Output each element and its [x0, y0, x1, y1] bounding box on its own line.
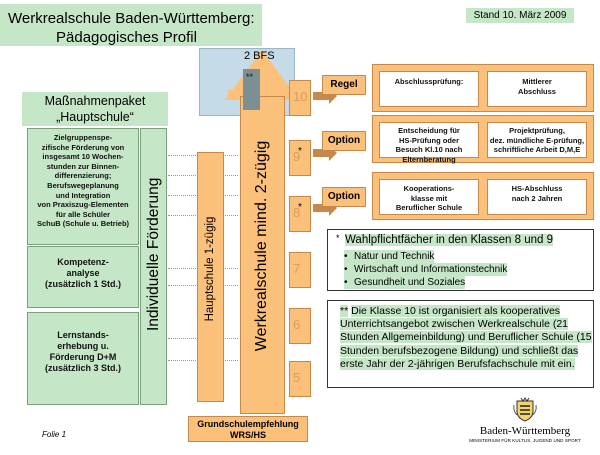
stand-date: Stand 10. März 2009 — [466, 8, 574, 23]
list-item: Wirtschaft und Informationstechnik — [344, 263, 508, 276]
grade-number: 8 — [293, 205, 301, 220]
grundschulempfehlung-line-1: Grundschulempfehlung — [197, 419, 299, 429]
werkrealschule-label: Werkrealschule mind. 2-zügig — [253, 140, 270, 352]
grade-number: 5 — [293, 370, 301, 385]
massnahmenpaket-title: Maßnahmenpaket „Hauptschule“ — [22, 92, 168, 126]
grade-number: 9 — [293, 149, 301, 164]
option-label-option-2: Option — [322, 187, 366, 207]
regel-left-cell: Abschlussprüfung: — [379, 71, 479, 107]
logo-subtitle: MINISTERIUM FÜR KULTUS, JUGEND UND SPORT — [469, 438, 581, 443]
regel-right-cell: Mittlerer Abschluss — [487, 71, 587, 107]
list-item: Gesundheit und Soziales — [344, 276, 466, 289]
werkrealschule-column — [240, 96, 285, 414]
grade-5-box: 5 — [289, 361, 311, 397]
grade-8-box: 8 — [289, 196, 311, 232]
title-line-1: Werkrealschule Baden-Württemberg: — [8, 10, 255, 27]
option-2-panel: Kooperations- klasse mit Beruflicher Sch… — [372, 172, 594, 220]
individuelle-foerderung-label: Individuelle Förderung — [145, 177, 162, 331]
grundschulempfehlung-box: Grundschulempfehlung WRS/HS — [188, 416, 308, 442]
individuelle-foerderung-column — [140, 128, 167, 405]
note-text: Die Klasse 10 ist organisiert als kooper… — [340, 305, 592, 370]
grade-9-box: 9 — [289, 140, 311, 176]
massnahmenpaket-title-line-2: „Hauptschule“ — [56, 110, 134, 124]
bfs-marker: ** — [246, 72, 254, 82]
option-2-right-cell: HS-Abschluss nach 2 Jahren — [487, 179, 587, 215]
slide-number: Folie 1 — [42, 430, 67, 439]
grade-number: 6 — [293, 317, 301, 332]
wahlpflicht-list: Natur und Technik Wirtschaft und Informa… — [344, 250, 508, 289]
option-1-right-cell: Projektprüfung, dez. mündliche E-prüfung… — [487, 122, 587, 158]
option-label-option-1: Option — [322, 131, 366, 151]
slide-title: Werkrealschule Baden-Württemberg: Pädago… — [0, 4, 262, 46]
grade-number: 10 — [293, 89, 308, 104]
grade-9-star: * — [298, 146, 302, 157]
lernstandserhebung-box: Lernstands- erhebung u. Förderung D+M (z… — [27, 312, 139, 405]
grundschulempfehlung-line-2: WRS/HS — [230, 430, 266, 440]
foerderung-text: Zielgruppenspe- zifische Förderung von i… — [36, 133, 130, 229]
logo-name: Baden-Württemberg — [479, 425, 571, 437]
arrow-right-icon — [313, 145, 337, 161]
bfs-label: 2 BFS — [244, 50, 275, 62]
title-line-2: Pädagogisches Profil — [56, 29, 197, 46]
up-arrow-base — [228, 90, 296, 98]
option-1-left-cell: Entscheidung für HS-Prüfung oder Besuch … — [379, 122, 479, 164]
wahlpflicht-star: * — [336, 233, 340, 243]
kompetenzanalyse-box: Kompetenz- analyse (zusätzlich 1 Std.) — [27, 246, 139, 308]
massnahmenpaket-title-line-1: Maßnahmenpaket — [44, 94, 146, 108]
arrow-right-icon — [313, 200, 337, 216]
grade-10-box: 10 — [289, 80, 311, 116]
kompetenzanalyse-text: Kompetenz- analyse (zusätzlich 1 Std.) — [44, 257, 121, 289]
regel-panel: Abschlussprüfung: Mittlerer Abschluss — [372, 64, 594, 112]
ministry-logo: Baden-Württemberg MINISTERIUM FÜR KULTUS… — [454, 397, 596, 453]
option-2-left-cell: Kooperations- klasse mit Beruflicher Sch… — [379, 179, 479, 215]
lernstandserhebung-text: Lernstands- erhebung u. Förderung D+M (z… — [44, 330, 121, 373]
grade-10-bfs-block — [243, 69, 260, 110]
arrow-right-icon — [313, 88, 337, 104]
note-star: ** — [340, 305, 349, 317]
grade-number: 7 — [293, 261, 301, 276]
grade-6-box: 6 — [289, 308, 311, 344]
grade-8-star: * — [298, 202, 302, 213]
foerderung-box: Zielgruppenspe- zifische Förderung von i… — [27, 128, 139, 245]
klasse-10-note: ** Die Klasse 10 ist organisiert als koo… — [340, 305, 593, 371]
state-crest-icon — [513, 397, 537, 422]
list-item: Natur und Technik — [344, 250, 435, 263]
grade-7-box: 7 — [289, 252, 311, 288]
wahlpflicht-heading: Wahlpflichtfächer in den Klassen 8 und 9 — [345, 234, 553, 246]
hauptschule-column — [197, 152, 224, 402]
option-1-panel: Entscheidung für HS-Prüfung oder Besuch … — [372, 115, 594, 164]
hauptschule-label: Hauptschule 1-zügig — [204, 216, 216, 322]
option-label-regel: Regel — [322, 75, 366, 95]
